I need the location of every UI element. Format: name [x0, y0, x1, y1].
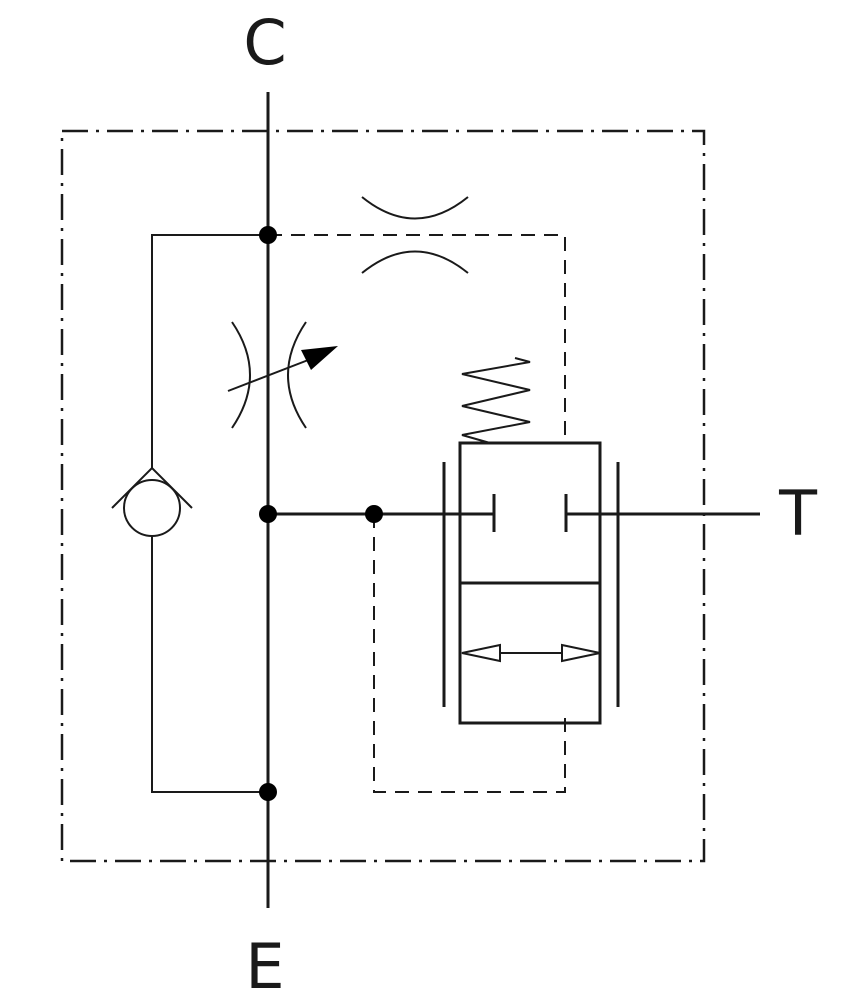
flow-arrow-left-icon	[461, 643, 501, 663]
pilot-line-lower	[373, 514, 566, 793]
bypass-line-lower	[151, 536, 268, 793]
check-valve-bypass	[111, 234, 268, 793]
pilot-line-upper	[268, 234, 566, 443]
junction-dot-pilot	[365, 505, 383, 523]
adjustable-throttle-icon	[227, 321, 338, 429]
port-label-t: T	[778, 477, 818, 550]
junction-dot-bottom	[259, 783, 277, 801]
pressure-compensator-valve	[442, 441, 620, 725]
valve-assembly-enclosure	[60, 129, 706, 863]
check-valve-seat-icon	[111, 466, 193, 509]
junction-dot-middle	[259, 505, 277, 523]
port-label-c: C	[243, 6, 286, 79]
spring-icon	[461, 357, 531, 444]
check-valve-ball-icon	[123, 479, 181, 537]
fixed-orifice-icon	[361, 196, 469, 274]
junction-dot-top	[259, 226, 277, 244]
bypass-line-upper	[151, 234, 268, 468]
flow-arrow-right-icon	[561, 643, 601, 663]
port-label-e: E	[245, 930, 284, 1000]
